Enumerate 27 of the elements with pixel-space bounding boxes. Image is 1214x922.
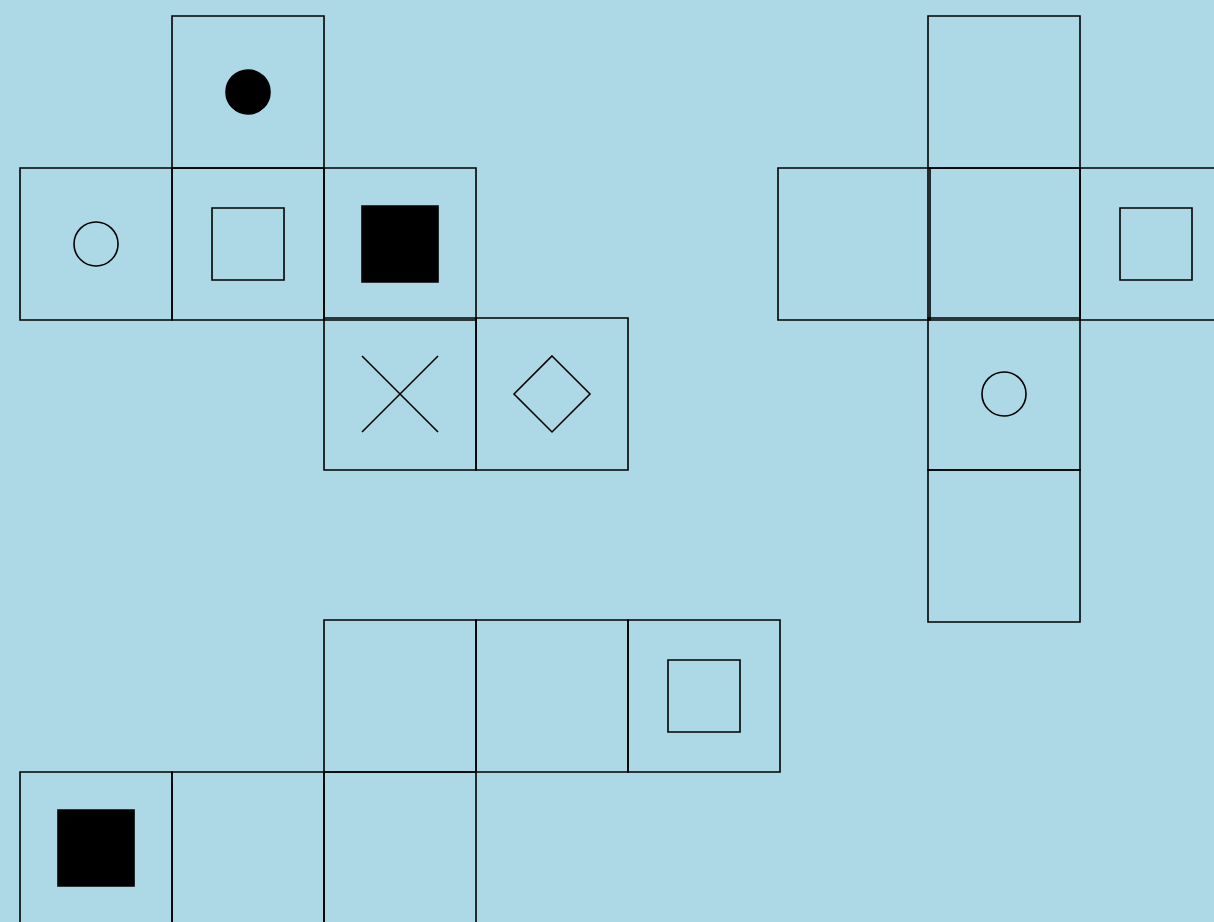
- dot-symbol: [225, 69, 271, 115]
- square-symbol: [211, 207, 285, 281]
- cross-symbol: [361, 355, 439, 433]
- net-cell: [927, 469, 1081, 623]
- net-cell: [777, 167, 931, 321]
- net-cell: [323, 317, 477, 471]
- filled-square-symbol: [57, 809, 135, 887]
- square-symbol: [667, 659, 741, 733]
- net-cell: [171, 771, 325, 922]
- net-cell: [19, 167, 173, 321]
- net-cell: [927, 15, 1081, 169]
- net-cell: [171, 167, 325, 321]
- net-cell: [323, 771, 477, 922]
- net-cell: [1079, 167, 1214, 321]
- net-cell: [927, 317, 1081, 471]
- net-cell: [475, 317, 629, 471]
- net-cell: [323, 167, 477, 321]
- net-cell: [475, 619, 629, 773]
- circle-symbol: [981, 371, 1027, 417]
- net-cell: [627, 619, 781, 773]
- net-cell: [927, 167, 1081, 321]
- filled-square-symbol: [361, 205, 439, 283]
- net-cell: [171, 15, 325, 169]
- net-cell: [19, 771, 173, 922]
- square-symbol: [1119, 207, 1193, 281]
- net-cell: [323, 619, 477, 773]
- circle-symbol: [73, 221, 119, 267]
